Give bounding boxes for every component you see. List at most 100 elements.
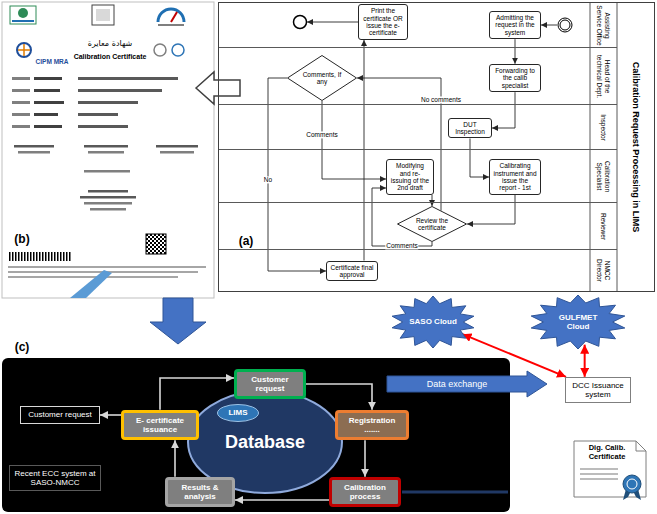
label-anchor: شهادة معايرة bbox=[110, 44, 155, 53]
certificate-fields bbox=[12, 113, 30, 116]
node-text: Print the certificate OR issue the e-cer… bbox=[362, 7, 404, 37]
certificate-fields bbox=[84, 170, 130, 173]
edge-label: No comments bbox=[420, 96, 462, 103]
cycle-step: E- certificate issuance bbox=[121, 410, 199, 440]
cycle-step: Registration ....... bbox=[335, 410, 409, 440]
seal-badge bbox=[627, 479, 637, 489]
system-oval bbox=[218, 405, 259, 422]
certificate-fields bbox=[12, 89, 30, 92]
lane-label-cell: NMCC Director bbox=[590, 250, 617, 291]
accreditation-logo bbox=[172, 44, 184, 56]
certificate-image bbox=[2, 2, 214, 298]
certificate-fields bbox=[160, 151, 194, 154]
down-arrow bbox=[150, 298, 206, 344]
lane-separator bbox=[590, 3, 591, 291]
certificate-fields bbox=[78, 125, 128, 128]
swimlane-lane: Head of the technical Dept. Comments, If … bbox=[219, 48, 617, 105]
exchange-arrow: Data exchange bbox=[387, 371, 547, 397]
flow-arrow bbox=[515, 39, 516, 64]
swimlane-lane: Calibration Specialist Modifying and re-i… bbox=[219, 150, 617, 203]
flow-arrow bbox=[307, 22, 358, 23]
gauge-logo bbox=[158, 24, 184, 26]
flow-arrow bbox=[364, 440, 366, 477]
process-box: Certificate final approval bbox=[326, 261, 378, 282]
node-text: Recent ECC system at SASO-NMCC bbox=[14, 469, 96, 487]
node-text: Modifying and re-issuing of the 2nd draf… bbox=[390, 162, 430, 192]
certificate-fields bbox=[88, 151, 124, 154]
certificate-fields bbox=[84, 202, 132, 205]
customer-box: Customer request bbox=[20, 406, 100, 423]
system-oval: LIMS bbox=[217, 404, 259, 422]
accreditation-logo bbox=[154, 44, 166, 56]
certificate-title: Calibration Certificate bbox=[74, 53, 147, 61]
lane-label-cell: Head of the technical Dept. bbox=[590, 48, 617, 105]
start-event bbox=[558, 18, 572, 32]
label-anchor: (c) bbox=[22, 348, 37, 361]
decision-diamond bbox=[288, 56, 357, 101]
cloud-burst bbox=[531, 295, 625, 349]
gauge-logo bbox=[171, 12, 177, 22]
flow-arrow bbox=[174, 440, 176, 477]
edge-label-anchor: No bbox=[268, 180, 278, 187]
certificate-fields bbox=[34, 113, 58, 116]
label-anchor: (b) bbox=[22, 240, 37, 253]
edge-label-anchor: Comments bbox=[402, 246, 435, 253]
process-box: Calibrating instrument and issue the rep… bbox=[489, 159, 541, 195]
certificate-fields bbox=[90, 208, 126, 211]
flow-arrow bbox=[541, 25, 557, 26]
node-text: GULFMET Cloud bbox=[548, 313, 609, 331]
certificate-fields bbox=[12, 77, 30, 80]
lane-label: Calibration Specialist bbox=[596, 150, 610, 203]
document-line bbox=[580, 468, 618, 470]
certificate-fields bbox=[80, 196, 136, 199]
lane-label: Inspector bbox=[600, 114, 607, 141]
flow-arrow bbox=[100, 414, 121, 416]
link-line bbox=[402, 491, 508, 494]
node-text: Data exchange bbox=[427, 379, 488, 389]
certificate-fields bbox=[34, 125, 62, 128]
flow-arrow bbox=[432, 195, 433, 206]
swimlane-pool: Calibration Request Processing in LIMSAs… bbox=[218, 2, 655, 292]
document-line bbox=[580, 478, 618, 480]
certificate-fields bbox=[156, 145, 198, 148]
node-text: E- certificate issuance bbox=[127, 416, 193, 434]
swimlane-lane: NMCC Director Certificate final approval bbox=[219, 250, 617, 291]
node-text: Database bbox=[225, 432, 305, 453]
certificate-fields bbox=[84, 145, 128, 148]
certificate-fields bbox=[18, 151, 50, 154]
certificate-title: شهادة معايرة bbox=[88, 40, 133, 49]
cipm-logo bbox=[17, 43, 31, 57]
logo bbox=[92, 5, 114, 25]
node-text: Dig. Calib. Certificate bbox=[576, 444, 638, 461]
lane-separator bbox=[617, 3, 618, 291]
certificate-fields bbox=[34, 89, 60, 92]
edge-label: Comments bbox=[385, 242, 418, 249]
process-box: Modifying and re-issuing of the 2nd draf… bbox=[386, 159, 434, 195]
node-text: Review the certificate bbox=[412, 217, 451, 232]
dark-panel bbox=[2, 358, 510, 512]
certificate-fields bbox=[8, 266, 206, 268]
pool-title: Calibration Request Processing in LIMS bbox=[630, 62, 640, 233]
flow-arrow bbox=[322, 101, 386, 179]
swoosh-mark bbox=[70, 270, 112, 298]
lane-label-cell: Reviewer bbox=[590, 203, 617, 250]
gauge-logo bbox=[158, 9, 184, 22]
qr-code bbox=[146, 234, 166, 254]
document-fold bbox=[636, 441, 646, 451]
certificate-fields bbox=[78, 77, 178, 80]
cycle-step: Customer request bbox=[234, 369, 306, 399]
edge-label: Comments bbox=[305, 131, 338, 138]
decision-diamond: Review the certificate bbox=[397, 206, 467, 242]
certificate-fields bbox=[12, 125, 30, 128]
certificate-icon: Dig. Calib. Certificate bbox=[572, 439, 652, 501]
process-box: DUT Inspection bbox=[448, 118, 492, 139]
process-box: Forwarding to the calib specialist bbox=[489, 64, 541, 92]
decision-diamond bbox=[398, 207, 467, 242]
cloud-burst bbox=[392, 296, 474, 348]
decision-diamond: Comments, If any bbox=[287, 55, 357, 101]
barcode bbox=[8, 252, 72, 261]
edge-label-anchor: Comments bbox=[322, 135, 355, 142]
